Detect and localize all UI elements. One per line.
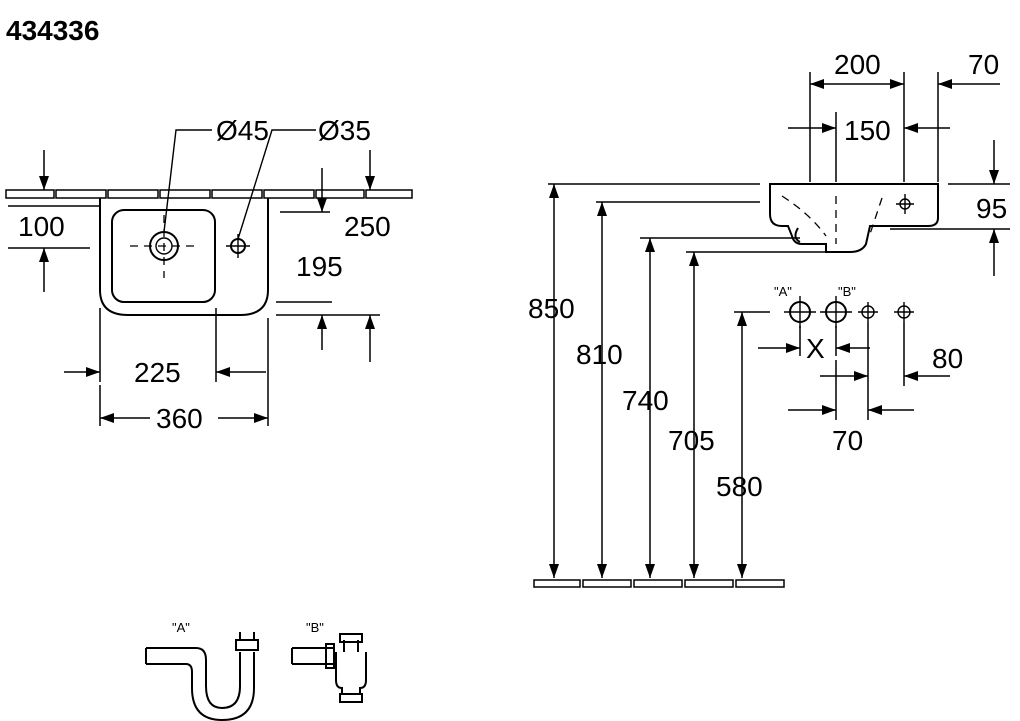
basin-outline-top <box>99 198 269 316</box>
side-view: 200 70 150 95 <box>528 49 1010 588</box>
dim-360 <box>99 318 269 426</box>
label-80: 80 <box>932 343 963 374</box>
label-70-bottom: 70 <box>832 425 863 456</box>
dim-740 <box>645 238 655 578</box>
basin-profile-side <box>769 183 939 253</box>
bowl-inner <box>111 209 216 303</box>
wall-connections: "A" "B" <box>774 284 914 328</box>
trap-a: "A" <box>145 620 259 721</box>
label-95: 95 <box>976 193 1007 224</box>
label-740: 740 <box>622 385 669 416</box>
dim-810 <box>597 202 607 578</box>
label-d35: Ø35 <box>318 115 371 146</box>
leader-d45 <box>163 129 212 233</box>
dim-95 <box>890 140 1010 276</box>
product-number: 434336 <box>6 15 99 46</box>
label-360: 360 <box>156 403 203 434</box>
trap-b: "B" <box>291 620 367 703</box>
dim-100 <box>8 150 100 292</box>
dim-850 <box>549 184 559 578</box>
label-d45: Ø45 <box>216 115 269 146</box>
dim-80 <box>820 322 950 420</box>
wall-tiles-top <box>5 189 413 199</box>
label-70-top: 70 <box>968 49 999 80</box>
label-150: 150 <box>844 115 891 146</box>
dim-70-bottom <box>788 360 914 420</box>
dim-705 <box>689 252 699 578</box>
label-250: 250 <box>344 211 391 242</box>
dim-580 <box>737 312 747 578</box>
dim-x <box>758 326 870 356</box>
label-850: 850 <box>528 293 575 324</box>
trap-b-label: "B" <box>306 620 324 635</box>
dim-195 <box>276 301 380 362</box>
label-705: 705 <box>668 425 715 456</box>
dim-70-top <box>937 72 1000 182</box>
overflow-hidden-line <box>869 197 883 235</box>
waste-hole <box>130 215 198 278</box>
leader-d35 <box>237 129 316 240</box>
label-200: 200 <box>834 49 881 80</box>
dim-225 <box>64 308 266 382</box>
dim-150 <box>788 112 950 182</box>
dim-200 <box>809 72 905 182</box>
label-a-side: "A" <box>774 284 792 299</box>
label-810: 810 <box>576 339 623 370</box>
label-x: X <box>806 333 825 364</box>
label-100: 100 <box>18 211 65 242</box>
top-view: Ø45 Ø35 100 250 1 <box>5 115 413 434</box>
waste-spout <box>794 227 801 243</box>
label-580: 580 <box>716 471 763 502</box>
label-225: 225 <box>134 357 181 388</box>
tap-hole-side <box>896 194 914 214</box>
label-b-side: "B" <box>838 284 856 299</box>
trap-a-label: "A" <box>172 620 190 635</box>
label-195: 195 <box>296 251 343 282</box>
bowl-hidden-line <box>781 195 827 237</box>
floor-tiles <box>533 579 785 588</box>
dim-250 <box>280 150 375 213</box>
